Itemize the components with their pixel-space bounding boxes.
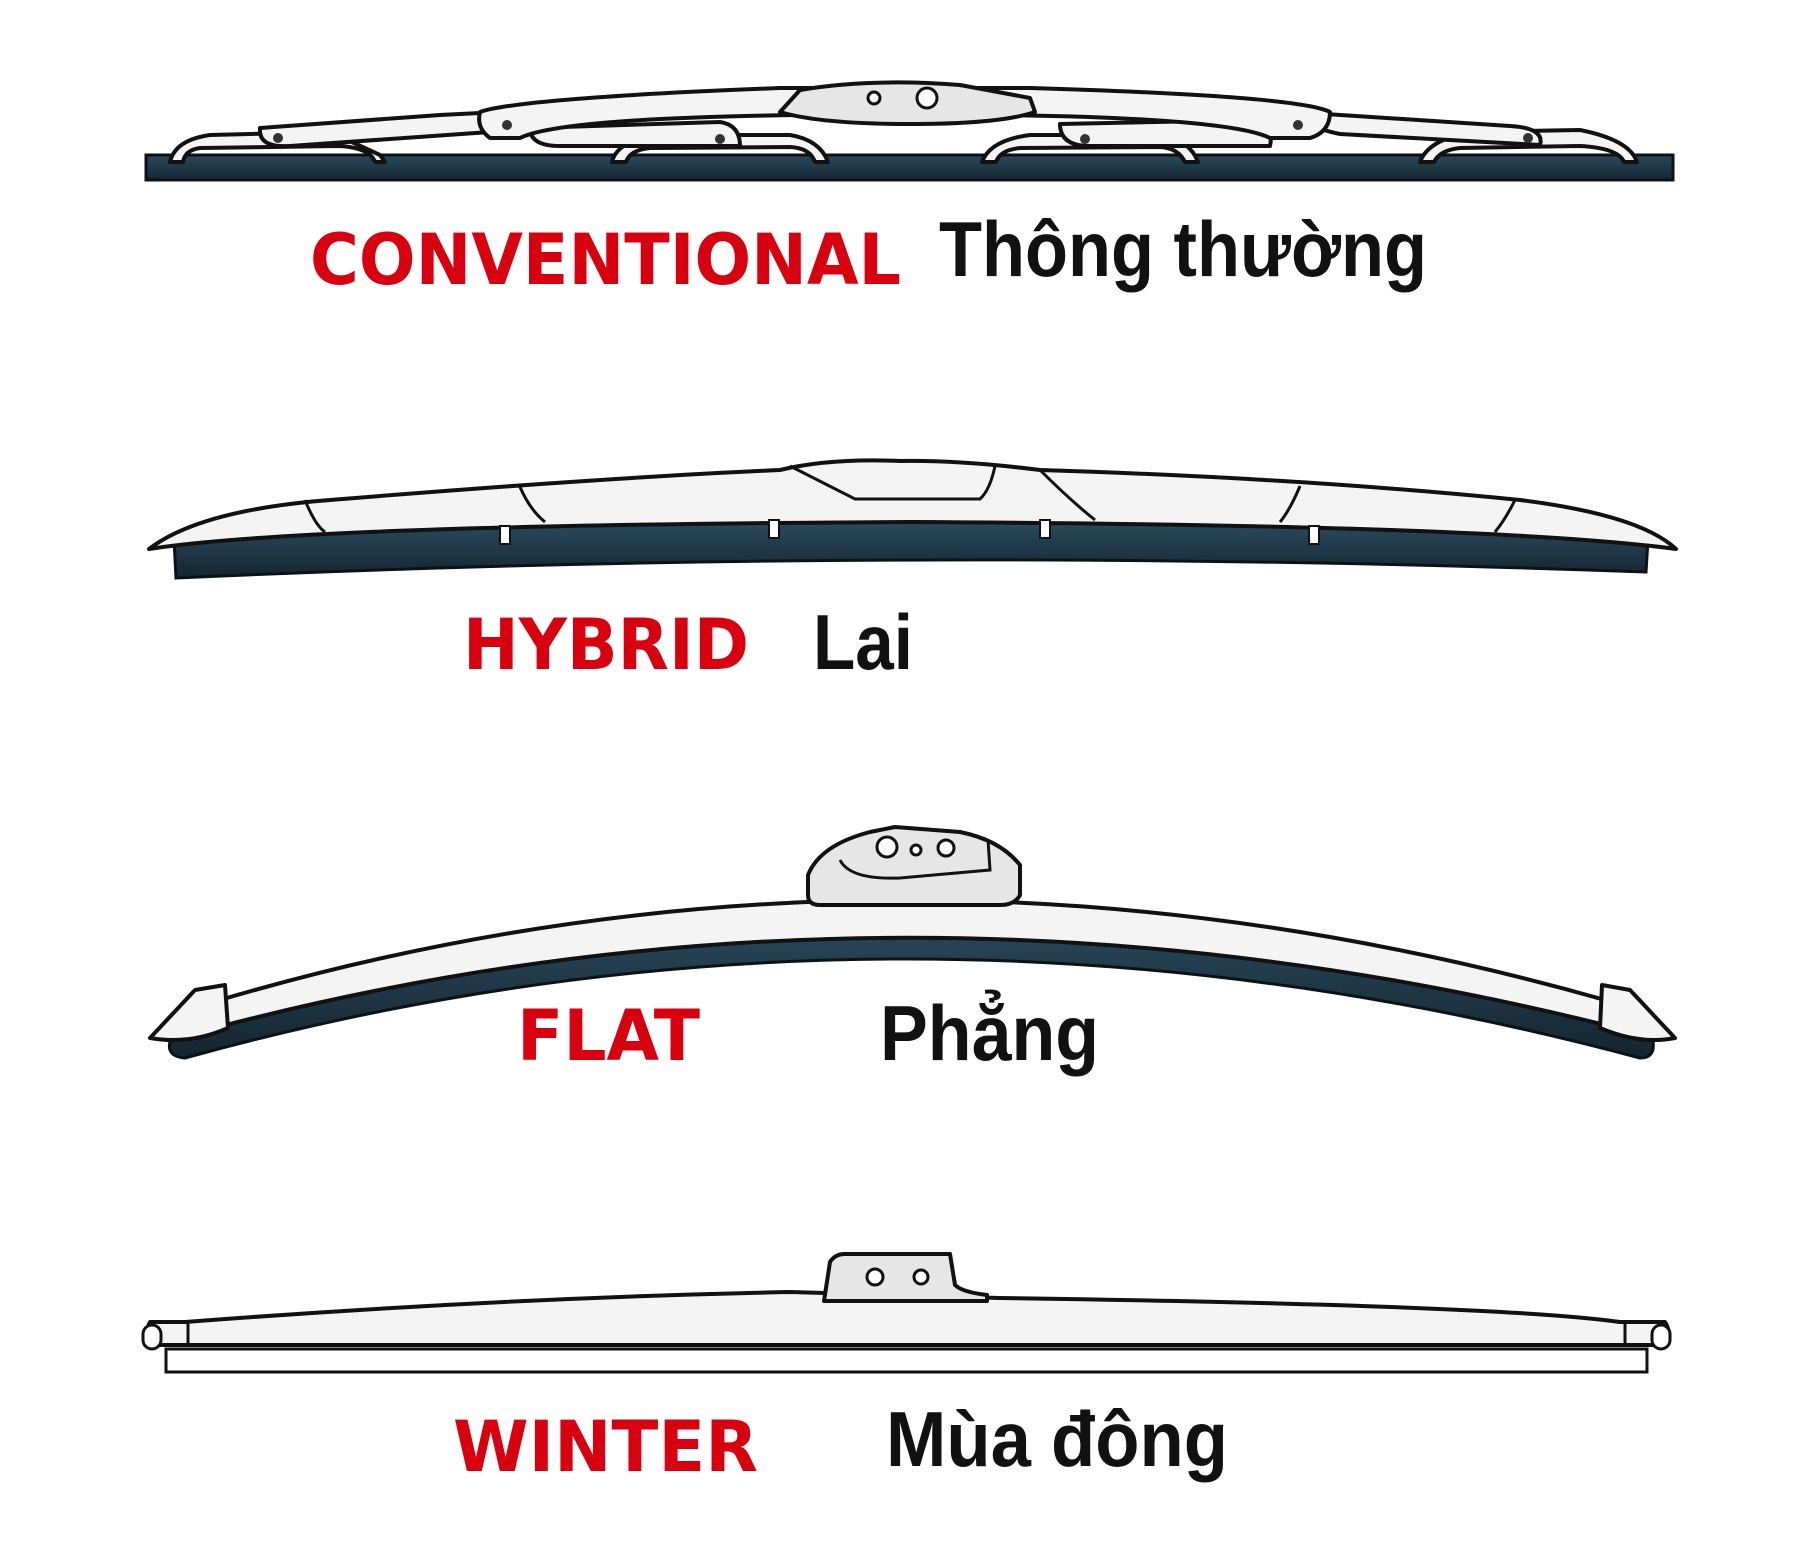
flat-label-vi: Phẳng [880, 989, 1099, 1077]
winter-label-en: WINTER [453, 1406, 758, 1488]
hybrid-label-en: HYBRID [463, 604, 749, 686]
hybrid-blade-illustration [147, 458, 1678, 580]
hybrid-label-vi: Lai [813, 598, 913, 686]
flat-label-en: FLAT [517, 995, 700, 1077]
flat-blade-illustration [148, 825, 1677, 1060]
winter-blade-illustration [141, 1252, 1672, 1374]
conventional-label-vi: Thông thường [939, 205, 1427, 293]
conventional-label-en: CONVENTIONAL [310, 219, 901, 301]
conventional-blade-illustration [144, 80, 1675, 182]
winter-label-vi: Mùa đông [886, 1395, 1228, 1483]
